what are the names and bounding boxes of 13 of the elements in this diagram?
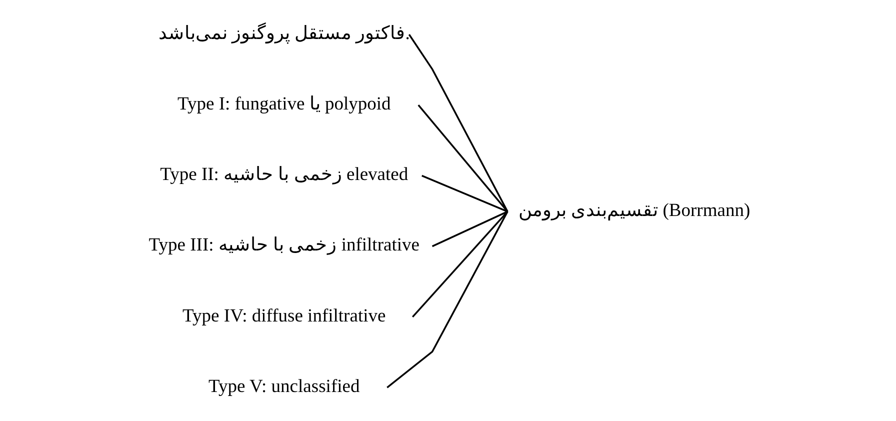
connector <box>411 210 508 317</box>
node-text: Type V: unclassified <box>208 375 360 396</box>
connector <box>417 104 508 212</box>
connector <box>431 210 508 247</box>
node-text: فاکتور مستقل پروگنوز نمی‌باشد. <box>158 22 410 44</box>
connector <box>408 33 508 212</box>
node-text: تقسیم‌بندی برومن (Borrmann) <box>518 199 750 220</box>
node-text: Type II: زخمی با حاشیه elevated <box>160 164 408 185</box>
node-text: Type I: fungative یا polypoid <box>176 92 390 114</box>
connector <box>386 210 508 388</box>
connector <box>421 174 508 212</box>
node-text: Type IV: diffuse infiltrative <box>182 304 386 326</box>
node-text: Type III: زخمی با حاشیه infiltrative <box>148 234 419 256</box>
